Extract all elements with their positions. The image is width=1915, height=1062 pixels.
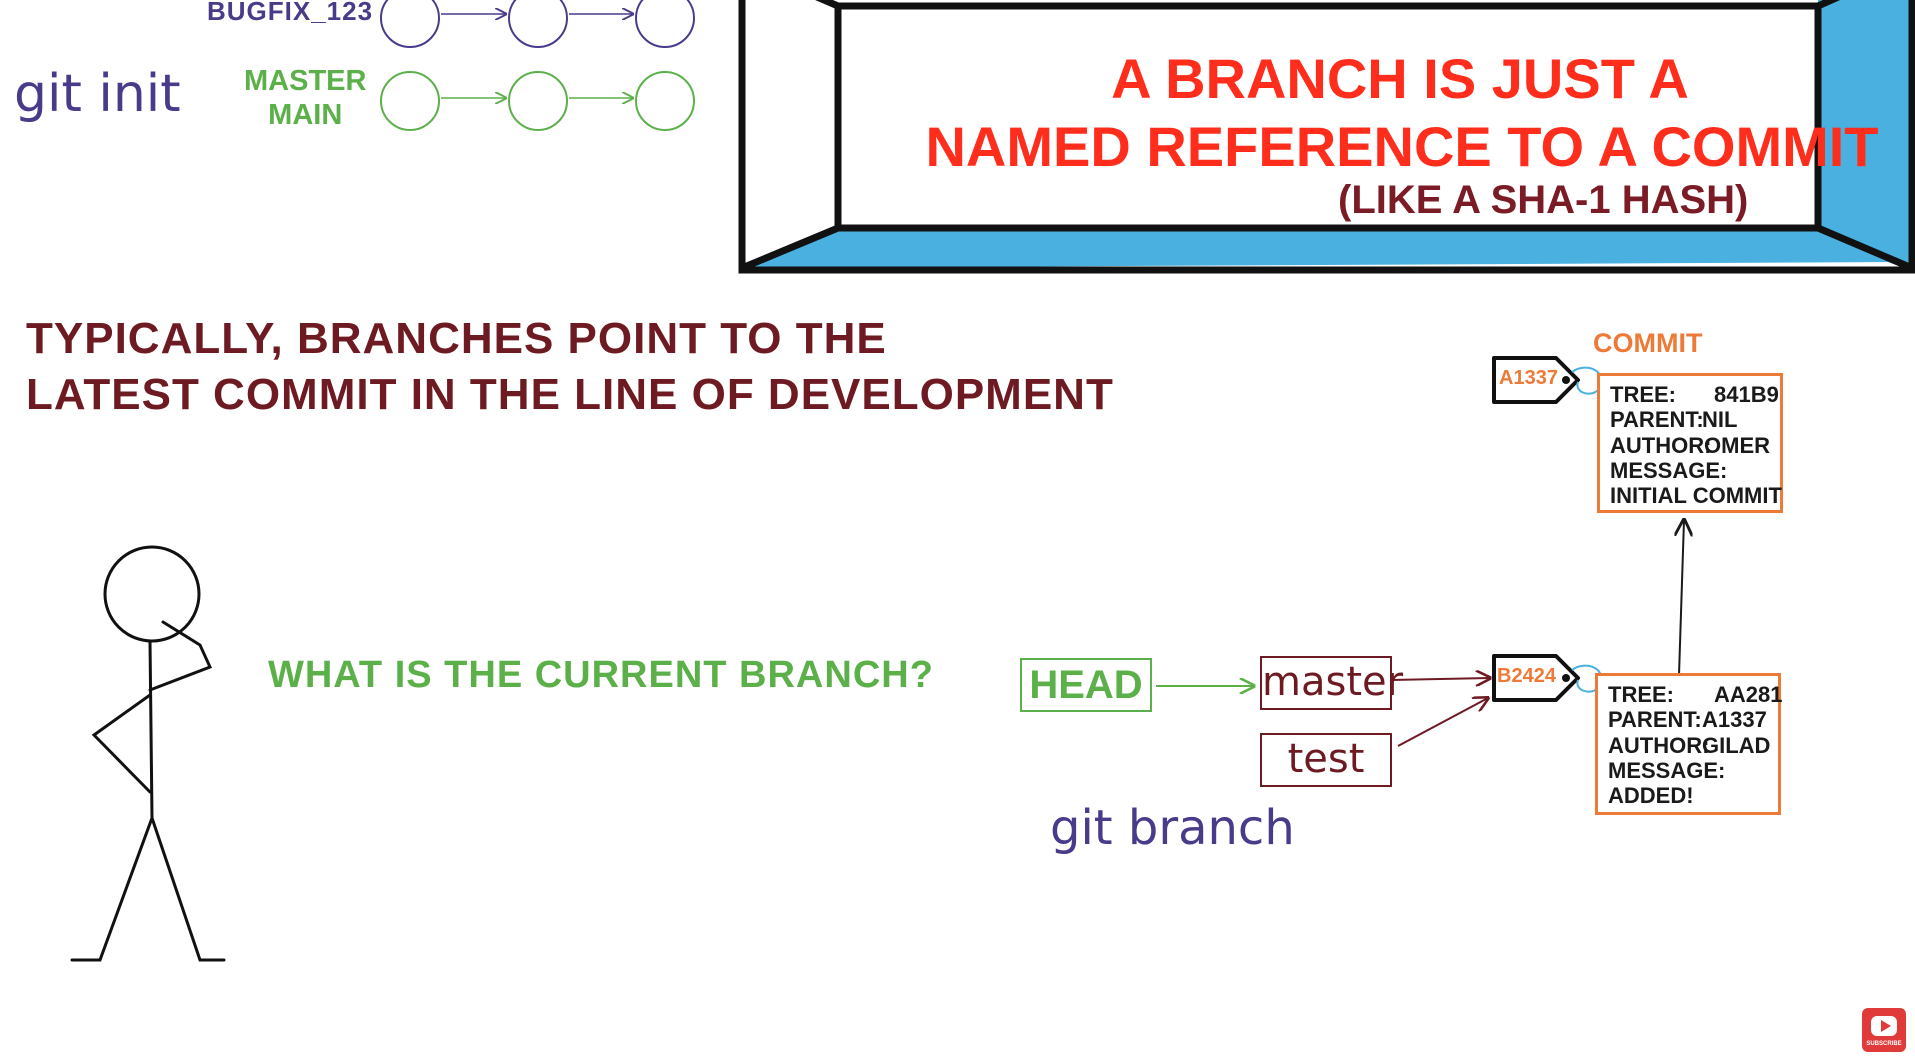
bugfix-commit-circle: [508, 0, 568, 48]
test-to-commit-arrow: [1397, 698, 1488, 747]
headline-line-2: LATEST COMMIT IN THE LINE OF DEVELOPMENT: [26, 370, 1114, 419]
youtube-subscribe-button[interactable]: SUBSCRIBE: [1862, 1008, 1906, 1052]
git-branch-command: git branch: [1050, 800, 1295, 856]
banner-line-3: (LIKE A SHA-1 HASH): [1338, 178, 1749, 222]
master-label-line: MASTER: [244, 65, 367, 97]
author-label: AUTHOR:: [1608, 733, 1710, 758]
figure-leg-left: [70, 816, 154, 962]
bugfix-commit-circle: [380, 0, 440, 48]
author-value: GILAD: [1702, 733, 1771, 758]
master-commit-circle: [380, 71, 440, 131]
head-pointer-box: HEAD: [1020, 658, 1152, 712]
test-branch-box: test: [1260, 733, 1392, 787]
tag-a1337-shape: [1492, 356, 1603, 404]
bugfix-commit-circle: [635, 0, 695, 48]
banner-frame: [738, 0, 1915, 274]
parent-value: A1337: [1702, 707, 1767, 732]
current-branch-question: WHAT IS THE CURRENT BRANCH?: [268, 654, 934, 696]
headline-line-1: TYPICALLY, BRANCHES POINT TO THE: [26, 314, 887, 363]
commit-label: COMMIT: [1593, 328, 1703, 358]
banner-line-2: NAMED REFERENCE TO A COMMIT: [925, 115, 1879, 178]
tree-value: AA281: [1714, 682, 1783, 707]
subscribe-text: SUBSCRIBE: [1866, 1041, 1902, 1047]
master-commit-circle: [635, 71, 695, 131]
master-to-commit-arrow: [1391, 678, 1490, 680]
bugfix-chain: [380, 0, 695, 48]
message-label: MESSAGE:: [1610, 458, 1728, 483]
tree-value: 841B9: [1714, 382, 1779, 407]
banner-line-1: A BRANCH IS JUST A: [1111, 47, 1689, 110]
commit-b2424-box: TREE: AA281 PARENT: A1337 AUTHOR: GILAD …: [1595, 673, 1783, 815]
main-label-line: MAIN: [268, 99, 343, 131]
tag-a1337-text: A1337: [1499, 367, 1558, 389]
figure-arm-left: [91, 693, 152, 794]
parent-label: PARENT:: [1610, 407, 1704, 432]
tree-label: TREE:: [1608, 682, 1674, 707]
bugfix-branch-label: BUGFIX_123: [207, 0, 374, 26]
master-branch-box: master: [1260, 656, 1403, 710]
message-value: ADDED!: [1608, 783, 1694, 808]
figure-leg-right: [150, 816, 226, 962]
stick-figure: [70, 545, 226, 962]
figure-head: [103, 545, 201, 643]
message-label: MESSAGE:: [1608, 758, 1726, 783]
parent-value: NIL: [1702, 407, 1738, 432]
git-init-command: git init: [14, 64, 181, 124]
master-commit-circle: [508, 71, 568, 131]
figure-body: [148, 639, 154, 820]
author-value: OMER: [1704, 433, 1770, 458]
figure-arm-right: [148, 620, 213, 692]
master-chain: [380, 71, 695, 131]
message-value: INITIAL COMMIT: [1610, 483, 1782, 508]
commit-a1337-box: TREE: 841B9 PARENT: NIL AUTHOR: OMER MES…: [1597, 373, 1783, 513]
play-icon: [1881, 1020, 1891, 1032]
author-label: AUTHOR:: [1610, 433, 1712, 458]
tree-label: TREE:: [1610, 382, 1676, 407]
master-branch-label: MASTER MAIN: [244, 64, 366, 132]
tag-b2424-text: B2424: [1497, 665, 1556, 687]
parent-label: PARENT:: [1608, 707, 1702, 732]
